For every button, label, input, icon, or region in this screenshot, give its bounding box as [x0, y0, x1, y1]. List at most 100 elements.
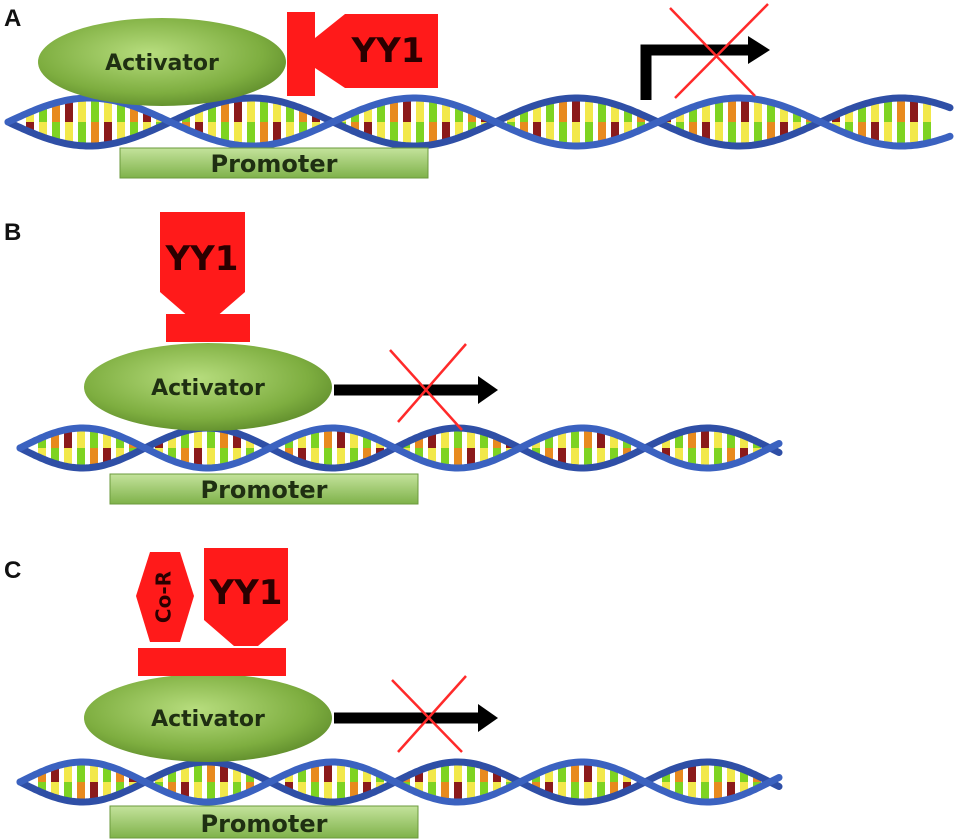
panel-b: B Promoter Activator YY1	[4, 212, 783, 505]
dna-base-pair	[598, 122, 606, 144]
dna-base-pair	[597, 764, 605, 782]
dna-base-pair	[260, 122, 268, 146]
dna-base-pair	[454, 428, 462, 448]
dna-base-pair	[610, 782, 618, 797]
svg-text:YY1: YY1	[351, 31, 425, 71]
dna-base-pair	[285, 772, 293, 782]
dna-base-pair	[714, 782, 722, 802]
dna-base-pair	[572, 122, 580, 146]
dna-base-pair	[701, 762, 709, 782]
corepressor-c: Co-R	[136, 552, 194, 642]
dna-base-pair	[468, 111, 476, 122]
dna-base-pair	[858, 104, 866, 122]
dna-base-pair	[51, 766, 59, 782]
dna-base-pair	[545, 782, 553, 796]
dna-base-pair	[662, 771, 670, 782]
dna-base-pair	[351, 122, 359, 132]
dna-base-pair	[143, 122, 151, 133]
dna-base-pair	[363, 782, 371, 795]
dna-base-pair	[467, 782, 475, 801]
svg-text:YY1: YY1	[209, 573, 283, 613]
dna-base-pair	[364, 106, 372, 122]
dna-base-pair	[377, 122, 385, 142]
dna-base-pair	[676, 112, 684, 122]
svg-text:Activator: Activator	[151, 376, 265, 401]
dna-base-pair	[584, 448, 592, 468]
dna-base-pair	[116, 782, 124, 794]
dna-base-pair	[454, 762, 462, 782]
panel-letter-b: B	[4, 219, 21, 246]
dna-base-pair	[39, 106, 47, 122]
dna-base-pair	[77, 448, 85, 468]
dna-base-pair	[428, 765, 436, 782]
dna-base-pair	[234, 122, 242, 146]
dna-base-pair	[77, 762, 85, 782]
dna-base-pair	[117, 102, 125, 122]
dna-base-pair	[480, 766, 488, 782]
dna-base-pair	[429, 99, 437, 122]
dna-base-pair	[246, 438, 254, 448]
dna-base-pair	[688, 448, 696, 467]
dna-base-pair	[623, 782, 631, 791]
dna-base-pair	[688, 763, 696, 782]
dna-base-pair	[662, 782, 670, 793]
dna-base-pair	[545, 768, 553, 782]
dna-base-pair	[416, 98, 424, 122]
dna-base-pair	[350, 764, 358, 782]
dna-base-pair	[220, 429, 228, 448]
dna-base-pair	[910, 98, 918, 122]
dna-base-pair	[311, 782, 319, 801]
dna-base-pair	[923, 100, 931, 122]
dna-base-pair	[246, 782, 254, 792]
dna-base-pair	[610, 767, 618, 782]
panel-letter-c: C	[4, 557, 21, 584]
dna-base-pair	[103, 431, 111, 448]
dna-base-pair	[220, 763, 228, 782]
dna-base-pair	[714, 428, 722, 448]
dna-base-pair	[194, 448, 202, 468]
dna-base-pair	[246, 448, 254, 458]
dna-base-pair	[480, 432, 488, 448]
transcription-arrow-a	[640, 36, 770, 100]
dna-base-pair	[220, 782, 228, 801]
dna-base-pair	[194, 762, 202, 782]
dna-base-pair	[623, 439, 631, 448]
dna-base-pair	[493, 771, 501, 782]
dna-base-pair	[51, 782, 59, 798]
panel-a: A Promoter Activator YY1	[4, 3, 954, 179]
dna-base-pair	[39, 122, 47, 138]
dna-base-pair	[533, 122, 541, 140]
dna-base-pair	[38, 782, 46, 793]
dna-base-pair	[298, 433, 306, 448]
dna-base-pair	[571, 782, 579, 802]
dna-base-pair	[78, 98, 86, 122]
dna-base-pair	[38, 437, 46, 448]
dna-base-pair	[285, 438, 293, 448]
dna-base-pair	[559, 122, 567, 146]
dna-base-pair	[351, 112, 359, 122]
dna-base-pair	[311, 429, 319, 448]
dna-base-pair	[234, 98, 242, 122]
dna-base-pair	[871, 122, 879, 143]
panel-letter-a: A	[4, 5, 21, 32]
dna-base-pair	[468, 122, 476, 133]
dna-base-pair	[740, 782, 748, 795]
dna-base-pair	[65, 99, 73, 122]
dna-base-pair	[767, 102, 775, 122]
dna-base-pair	[897, 98, 905, 122]
dna-base-pair	[845, 109, 853, 122]
svg-text:Promoter: Promoter	[211, 150, 338, 178]
dna-base-pair	[688, 429, 696, 448]
dna-base-pair	[442, 122, 450, 142]
dna-base-pair	[64, 763, 72, 782]
dna-base-pair	[597, 448, 605, 466]
dna-base-pair	[637, 114, 645, 122]
dna-base-pair	[168, 769, 176, 782]
dna-base-pair	[598, 100, 606, 122]
blocked-cross-icon-b	[389, 343, 467, 431]
dna-base-pair	[546, 101, 554, 122]
dna-base-pair	[428, 448, 436, 465]
dna-base-pair	[285, 782, 293, 792]
activator-c: Activator	[84, 674, 332, 762]
dna-base-pair	[441, 782, 449, 802]
